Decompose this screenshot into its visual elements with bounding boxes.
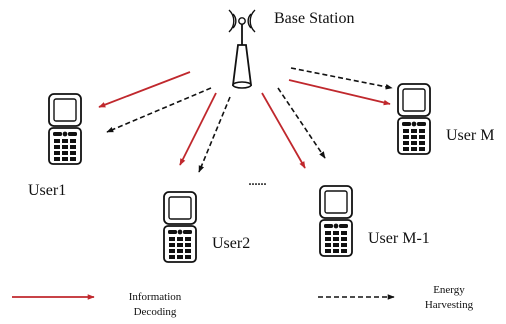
energy-arrows <box>106 67 393 173</box>
legend-info-label: Information Decoding <box>110 290 200 320</box>
base-station-icon <box>228 9 256 89</box>
legend-info-line1: Information <box>128 291 182 303</box>
base-station-label: Base Station <box>274 10 355 27</box>
user-m1-phone-icon <box>319 185 353 257</box>
legend-energy-label: Energy Harvesting <box>404 283 494 313</box>
energy-arrow-user2 <box>198 96 231 173</box>
user-m-label: User M <box>446 127 495 144</box>
info-arrow-user-m1 <box>261 92 306 169</box>
energy-arrow-user1 <box>106 87 212 133</box>
energy-arrow-user-m <box>290 67 393 90</box>
user-m-phone-icon <box>397 83 431 155</box>
legend-energy-line2: Harvesting <box>424 299 474 311</box>
user1-phone-icon <box>48 93 82 165</box>
user2-label: User2 <box>212 235 251 252</box>
info-arrow-user2 <box>179 92 217 166</box>
ellipsis: ...... <box>248 172 267 189</box>
user1-label: User1 <box>28 182 67 199</box>
info-arrow-user-m <box>288 79 391 106</box>
legend-energy-line1: Energy <box>433 284 465 296</box>
legend-info-line2: Decoding <box>133 306 177 318</box>
user2-phone-icon <box>163 191 197 263</box>
user-m1-label: User M-1 <box>368 230 430 247</box>
energy-arrow-user-m1 <box>277 87 326 159</box>
info-arrow-user1 <box>98 71 191 108</box>
information-arrows <box>98 71 391 169</box>
